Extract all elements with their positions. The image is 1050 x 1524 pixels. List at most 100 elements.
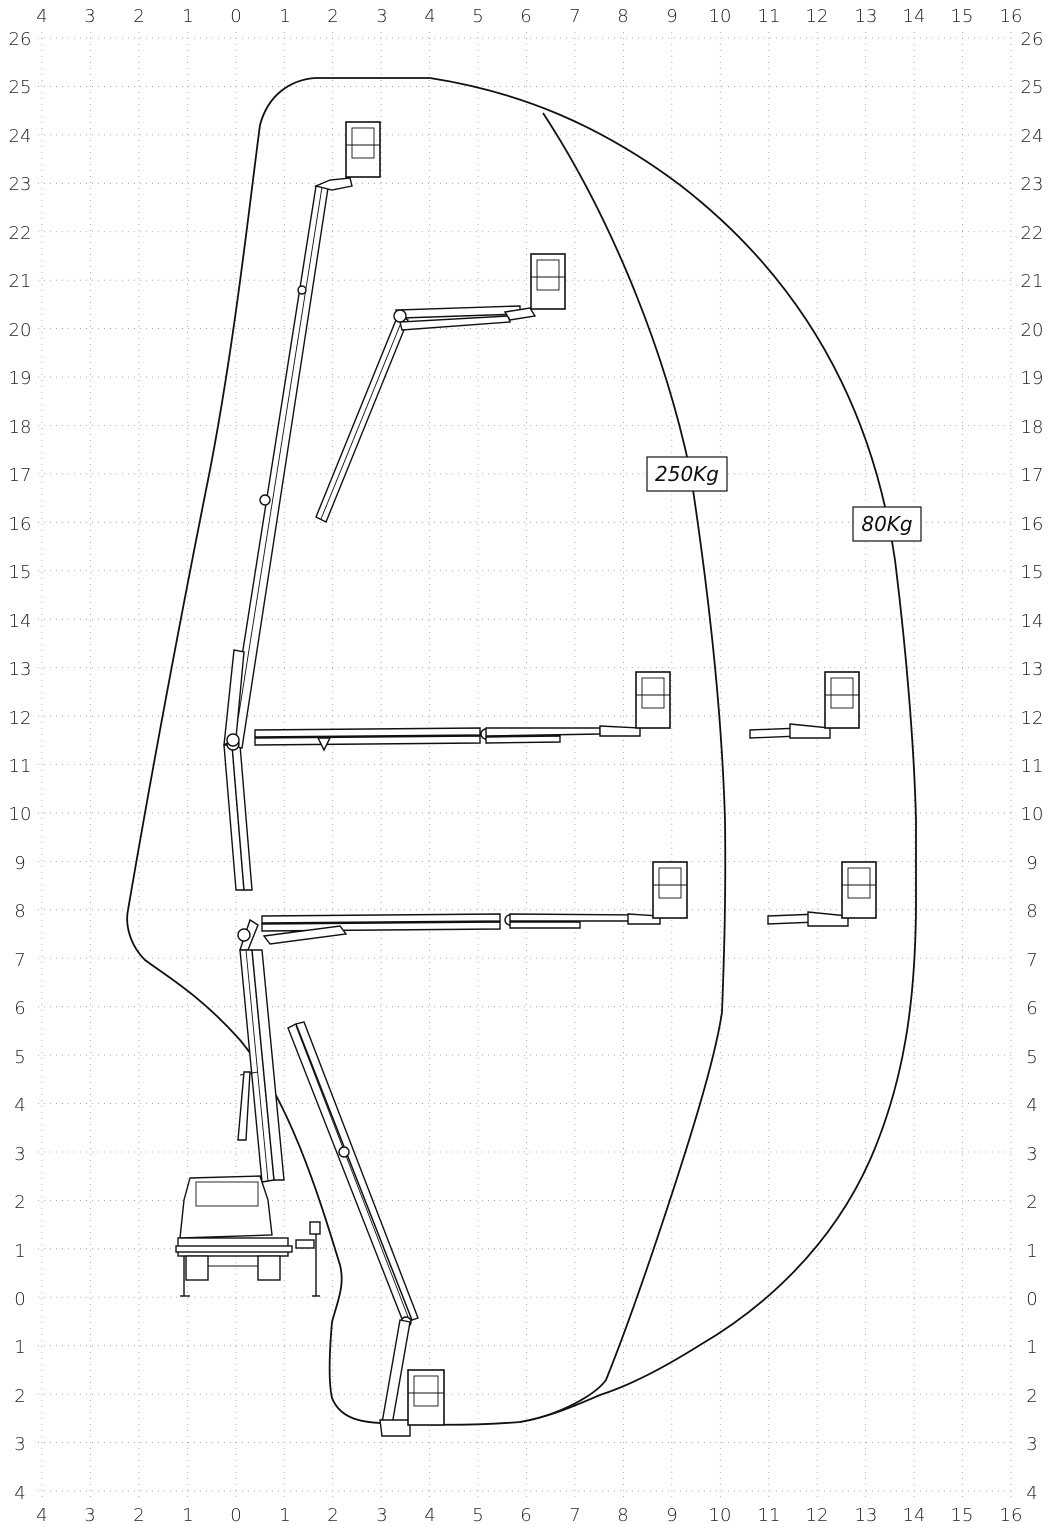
basket xyxy=(635,671,671,729)
x-tick-bottom: 3 xyxy=(376,1505,387,1524)
y-tick-left: 10 xyxy=(9,804,32,825)
x-tick-bottom: 9 xyxy=(666,1505,677,1524)
boom-horizontal-11 xyxy=(223,649,671,752)
x-tick-top: 4 xyxy=(36,6,47,27)
x-tick-top: 0 xyxy=(230,6,241,27)
y-tick-left: 20 xyxy=(9,320,32,341)
x-tick-bottom: 4 xyxy=(424,1505,435,1524)
x-tick-bottom: 1 xyxy=(279,1505,290,1524)
x-tick-top: 10 xyxy=(709,6,732,27)
y-tick-right: 20 xyxy=(1021,320,1044,341)
y-tick-right: 15 xyxy=(1021,562,1044,583)
x-tick-top: 2 xyxy=(327,6,338,27)
load-label-250kg: 250Kg xyxy=(655,462,719,486)
boom-upper-articulated xyxy=(315,253,566,523)
y-tick-left: 18 xyxy=(9,417,32,438)
y-tick-right: 11 xyxy=(1021,756,1044,777)
y-tick-right: 26 xyxy=(1021,29,1044,50)
y-tick-right: 2 xyxy=(1026,1386,1037,1407)
y-tick-left: 9 xyxy=(14,853,25,874)
y-tick-left: 5 xyxy=(14,1047,25,1068)
x-tick-top: 9 xyxy=(666,6,677,27)
y-tick-left: 2 xyxy=(14,1386,25,1407)
x-tick-bottom: 3 xyxy=(84,1505,95,1524)
x-tick-bottom: 13 xyxy=(855,1505,878,1524)
y-tick-right: 10 xyxy=(1021,804,1044,825)
basket xyxy=(407,1369,445,1426)
y-tick-left: 6 xyxy=(14,998,25,1019)
x-tick-top: 1 xyxy=(182,6,193,27)
x-tick-top: 3 xyxy=(84,6,95,27)
dotted-grid xyxy=(38,32,1014,1497)
x-tick-top: 12 xyxy=(806,6,829,27)
basket xyxy=(530,253,566,310)
y-tick-left: 7 xyxy=(14,950,25,971)
boom-lower-reach xyxy=(287,1021,445,1437)
y-tick-left: 15 xyxy=(9,562,32,583)
x-tick-bottom: 14 xyxy=(903,1505,926,1524)
basket xyxy=(824,671,860,729)
y-tick-left: 8 xyxy=(14,901,25,922)
x-tick-top: 5 xyxy=(472,6,483,27)
y-tick-right: 4 xyxy=(1026,1095,1037,1116)
x-tick-bottom: 16 xyxy=(1000,1505,1023,1524)
y-tick-right: 0 xyxy=(1026,1289,1037,1310)
y-tick-left: 2 xyxy=(14,1192,25,1213)
boom-vertical-max xyxy=(223,121,381,891)
y-tick-left: 11 xyxy=(9,756,32,777)
x-tick-bottom: 0 xyxy=(230,1505,241,1524)
load-label-80kg: 80Kg xyxy=(861,512,912,536)
y-tick-right: 14 xyxy=(1021,611,1044,632)
x-tick-top: 13 xyxy=(855,6,878,27)
y-tick-left: 4 xyxy=(14,1095,25,1116)
y-tick-right: 13 xyxy=(1021,659,1044,680)
x-tick-top: 2 xyxy=(133,6,144,27)
boom-main-tower xyxy=(237,949,285,1183)
y-tick-left: 3 xyxy=(14,1434,25,1455)
envelope-80kg xyxy=(429,77,917,1423)
envelope-250kg xyxy=(126,77,727,1426)
y-tick-right: 25 xyxy=(1021,77,1044,98)
y-tick-right: 24 xyxy=(1021,126,1044,147)
truck xyxy=(175,1175,321,1297)
y-tick-left: 4 xyxy=(14,1483,25,1504)
y-tick-right: 6 xyxy=(1026,998,1037,1019)
y-axis-right: 26 25 24 23 22 21 20 19 18 17 16 15 14 1… xyxy=(1021,29,1044,1504)
x-tick-bottom: 12 xyxy=(806,1505,829,1524)
y-tick-left: 12 xyxy=(9,708,32,729)
basket-outer-12 xyxy=(749,671,860,739)
y-tick-left: 25 xyxy=(9,77,32,98)
y-tick-right: 3 xyxy=(1026,1434,1037,1455)
y-tick-right: 22 xyxy=(1021,223,1044,244)
y-tick-left: 3 xyxy=(14,1144,25,1165)
y-tick-left: 1 xyxy=(14,1337,25,1358)
y-tick-left: 22 xyxy=(9,223,32,244)
y-tick-left: 19 xyxy=(9,368,32,389)
x-tick-bottom: 1 xyxy=(182,1505,193,1524)
y-tick-right: 5 xyxy=(1026,1047,1037,1068)
x-tick-bottom: 15 xyxy=(951,1505,974,1524)
boom-horizontal-8 xyxy=(237,861,688,951)
y-tick-left: 1 xyxy=(14,1241,25,1262)
x-tick-top: 6 xyxy=(520,6,531,27)
x-tick-bottom: 4 xyxy=(36,1505,47,1524)
y-tick-left: 24 xyxy=(9,126,32,147)
y-tick-right: 1 xyxy=(1026,1337,1037,1358)
y-tick-right: 16 xyxy=(1021,514,1044,535)
label-250kg: 250Kg xyxy=(646,456,728,492)
y-tick-left: 17 xyxy=(9,465,32,486)
x-tick-top: 15 xyxy=(951,6,974,27)
y-tick-right: 2 xyxy=(1026,1192,1037,1213)
x-tick-top: 3 xyxy=(376,6,387,27)
x-tick-top: 7 xyxy=(569,6,580,27)
y-tick-right: 9 xyxy=(1026,853,1037,874)
y-tick-right: 7 xyxy=(1026,950,1037,971)
x-tick-bottom: 8 xyxy=(617,1505,628,1524)
y-tick-left: 0 xyxy=(14,1289,25,1310)
x-tick-bottom: 5 xyxy=(472,1505,483,1524)
y-tick-right: 12 xyxy=(1021,708,1044,729)
y-tick-left: 13 xyxy=(9,659,32,680)
basket xyxy=(652,861,688,919)
y-tick-left: 26 xyxy=(9,29,32,50)
x-tick-top: 11 xyxy=(758,6,781,27)
